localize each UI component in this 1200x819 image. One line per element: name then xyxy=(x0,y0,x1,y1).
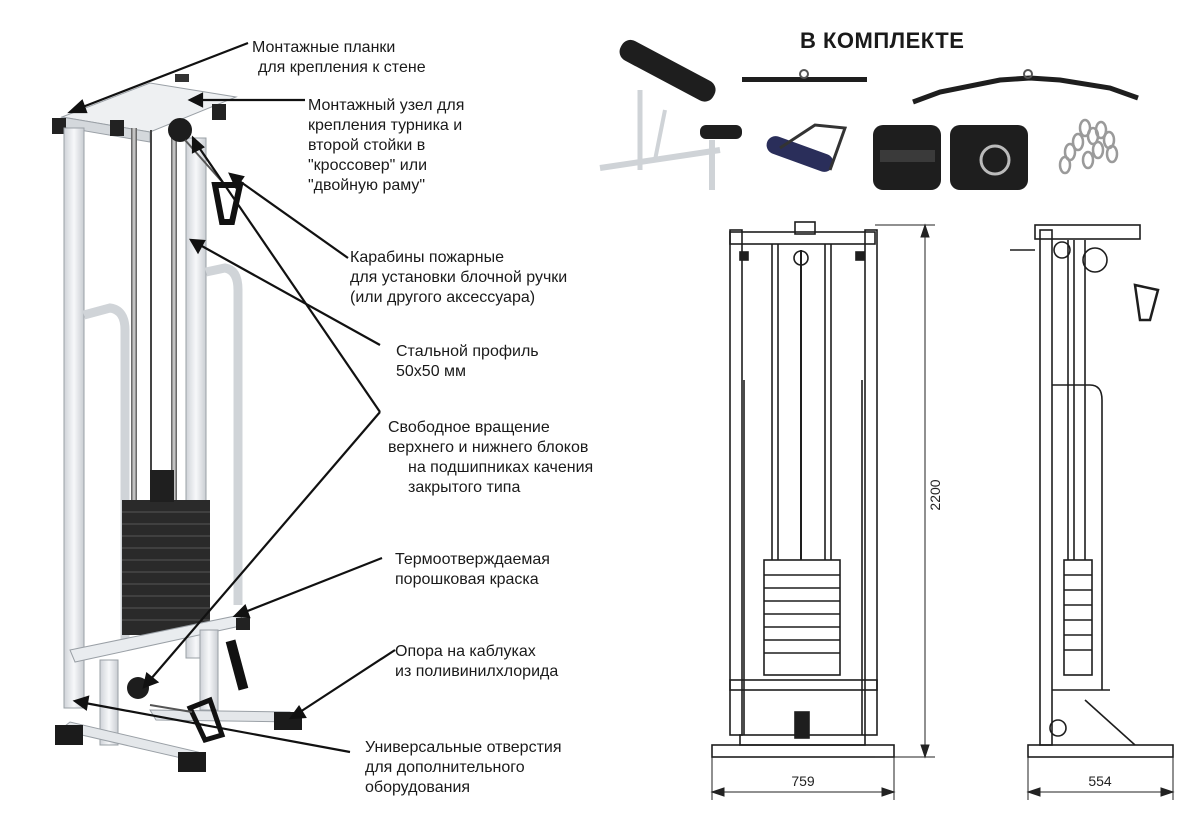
top-pulley xyxy=(168,118,192,142)
kit-accessories xyxy=(599,39,1139,190)
dimension-height: 2200 xyxy=(927,479,943,510)
bottom-pulley xyxy=(127,677,149,699)
dimension-front-width: 759 xyxy=(791,773,815,789)
dimension-side-depth: 554 xyxy=(1088,773,1112,789)
single-handle-icon xyxy=(766,123,848,172)
machine-3d-illustration xyxy=(52,74,302,772)
callout-arrows xyxy=(67,41,396,754)
front-view-drawing xyxy=(711,221,895,758)
chain-icon xyxy=(1058,118,1119,175)
left-post xyxy=(63,127,85,709)
lat-bar-icon xyxy=(912,69,1139,105)
straight-bar-icon xyxy=(742,69,867,82)
kit-title: В КОМПЛЕКТЕ xyxy=(800,28,965,53)
weight-stack xyxy=(122,470,210,635)
ankle-cuffs-icon xyxy=(873,125,1028,190)
bench-icon xyxy=(599,39,742,190)
side-view-drawing xyxy=(1010,224,1174,758)
handle-top xyxy=(211,182,244,225)
handle-bottom xyxy=(186,696,226,744)
dimension-lines xyxy=(710,223,1175,800)
